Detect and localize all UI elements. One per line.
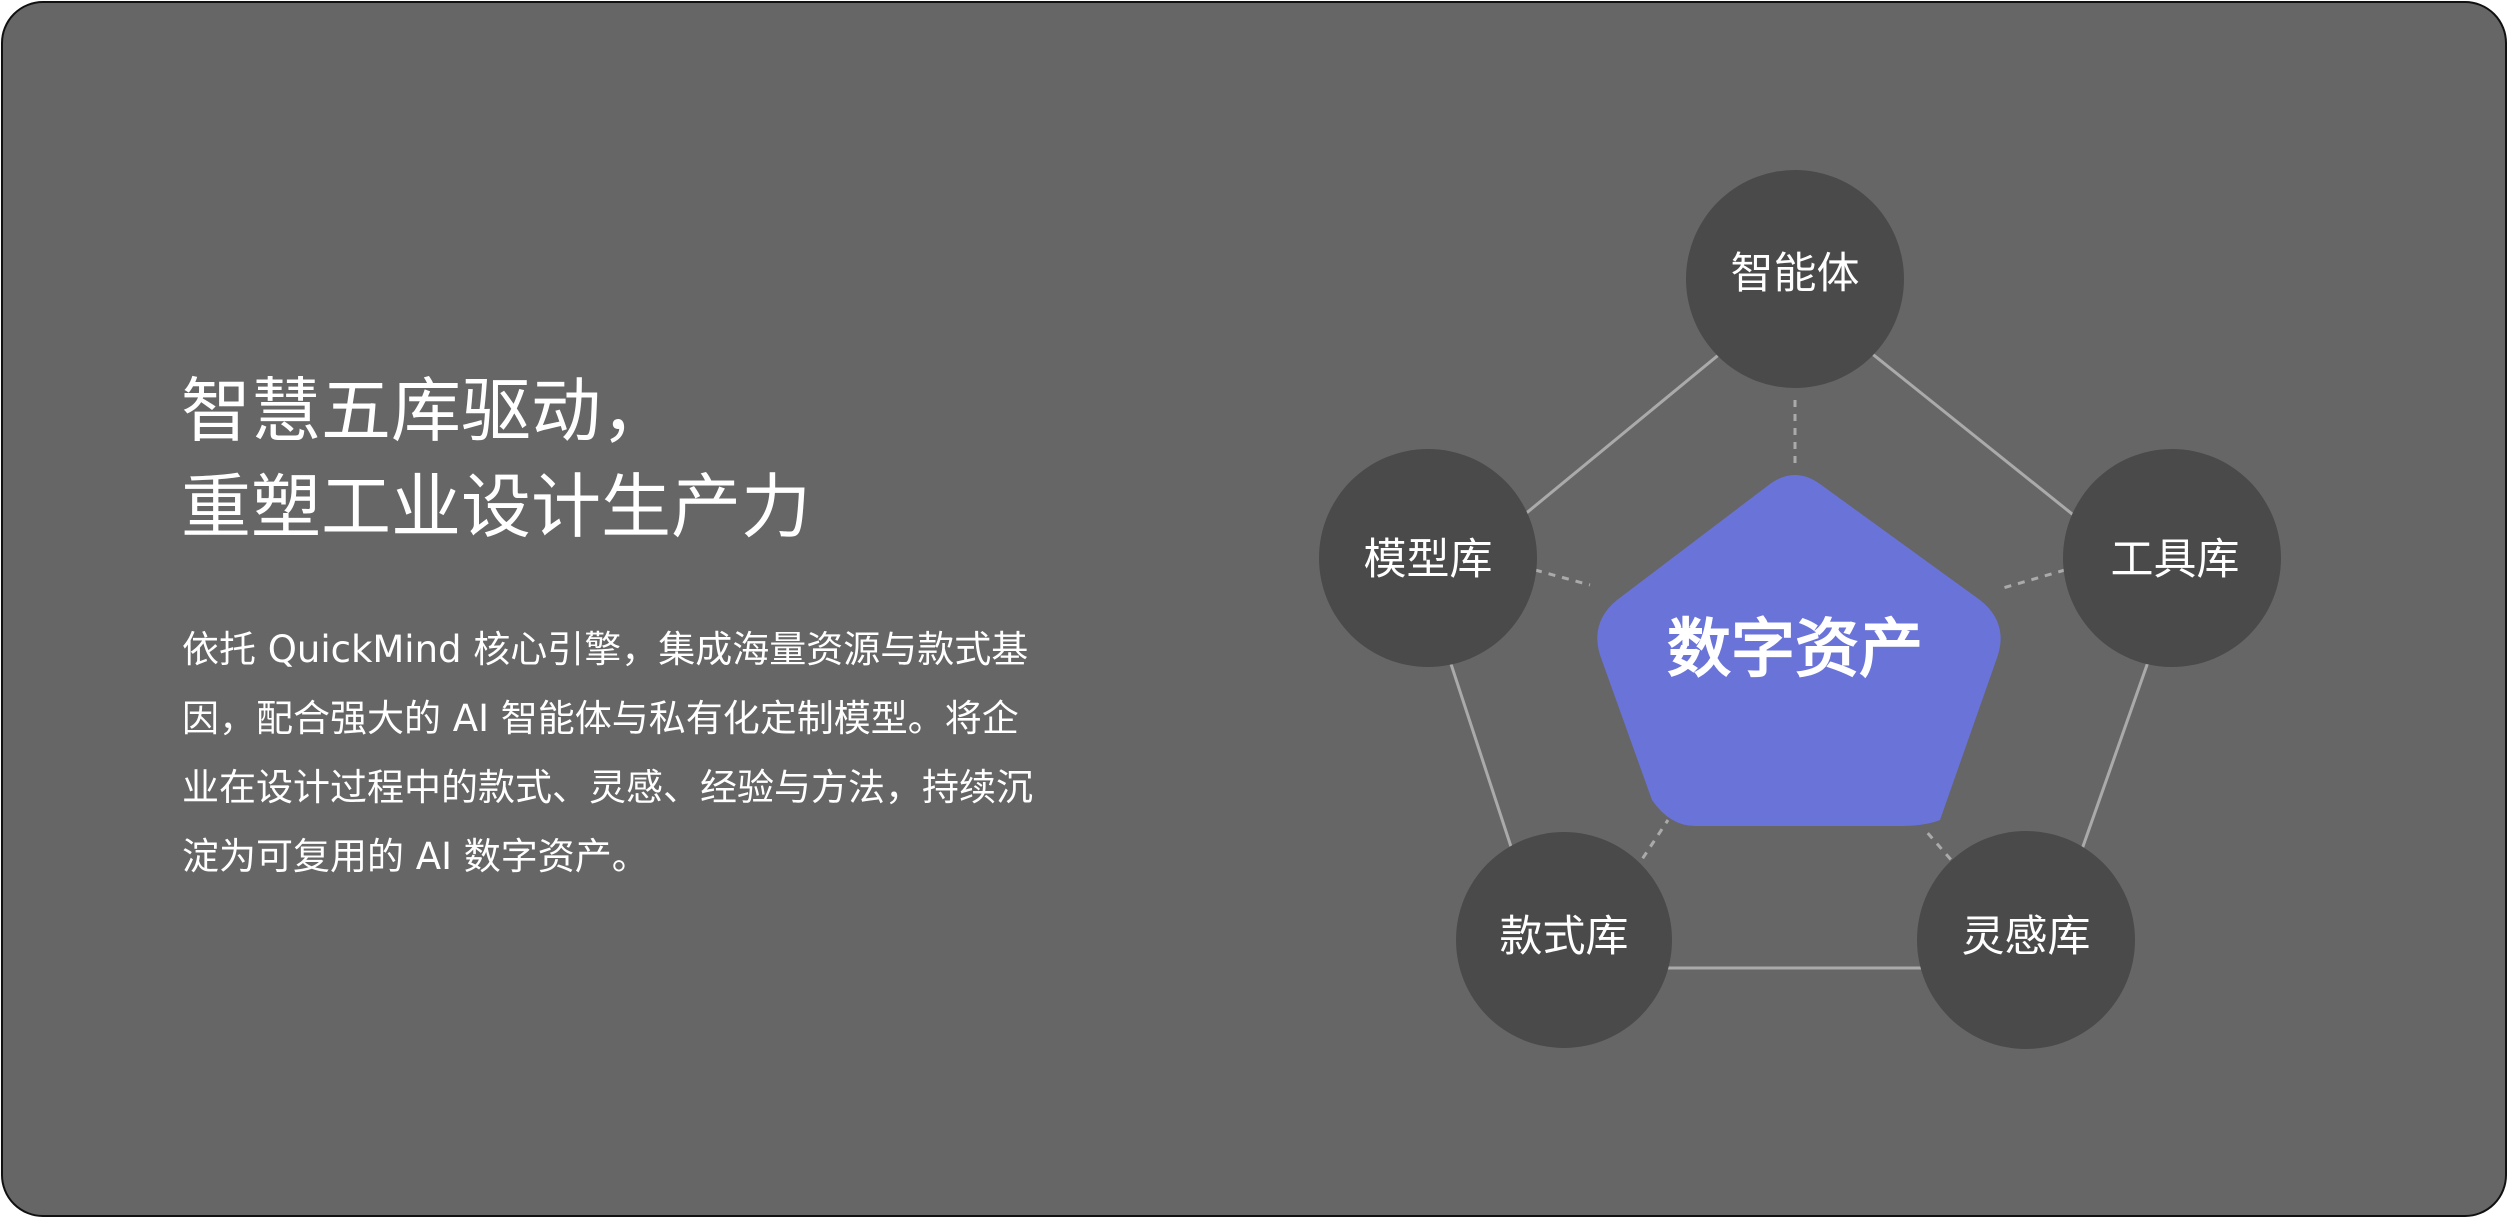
description-line: 淀为可复用的 AI 数字资产。 (182, 835, 649, 878)
headline-line-2: 重塑工业设计生产力 (181, 466, 811, 548)
dashed-line (1534, 568, 1591, 587)
node-tool-library[interactable]: 工具库 (2063, 449, 2281, 667)
dashed-line (1633, 819, 1670, 871)
node-inspiration-library[interactable]: 灵感库 (1917, 831, 2135, 1049)
description-line: 依托 QuickMind 核心引擎，集成海量资源与款式基 (182, 628, 1029, 671)
node-label: 工具库 (2111, 535, 2240, 585)
description: 依托 QuickMind 核心引擎，集成海量资源与款式基 因，配合强大的 AI … (182, 615, 1033, 891)
center-pentagon (1597, 475, 2001, 826)
node-label: 灵感库 (1962, 912, 2091, 962)
description-line: 业在设计过程中的款式、灵感、经验与方法，持续沉 (182, 766, 1033, 809)
dashed-connectors (1534, 400, 2066, 871)
dashed-line (2002, 568, 2066, 590)
node-style-library[interactable]: 款式库 (1456, 832, 1672, 1048)
node-label: 模型库 (1364, 535, 1493, 585)
center-label: 数字资产 (1667, 613, 1923, 687)
description-line: 因，配合强大的 AI 智能体与私有化定制模型。将企 (182, 697, 1019, 740)
node-agent[interactable]: 智能体 (1686, 170, 1904, 388)
node-label: 款式库 (1500, 912, 1629, 962)
dashed-line (1923, 829, 1962, 871)
headline-line-1: 智慧五库驱动， (181, 370, 671, 452)
headline: 智慧五库驱动， 重塑工业设计生产力 (181, 363, 811, 555)
node-label: 智能体 (1731, 249, 1860, 299)
node-model-library[interactable]: 模型库 (1319, 449, 1537, 667)
